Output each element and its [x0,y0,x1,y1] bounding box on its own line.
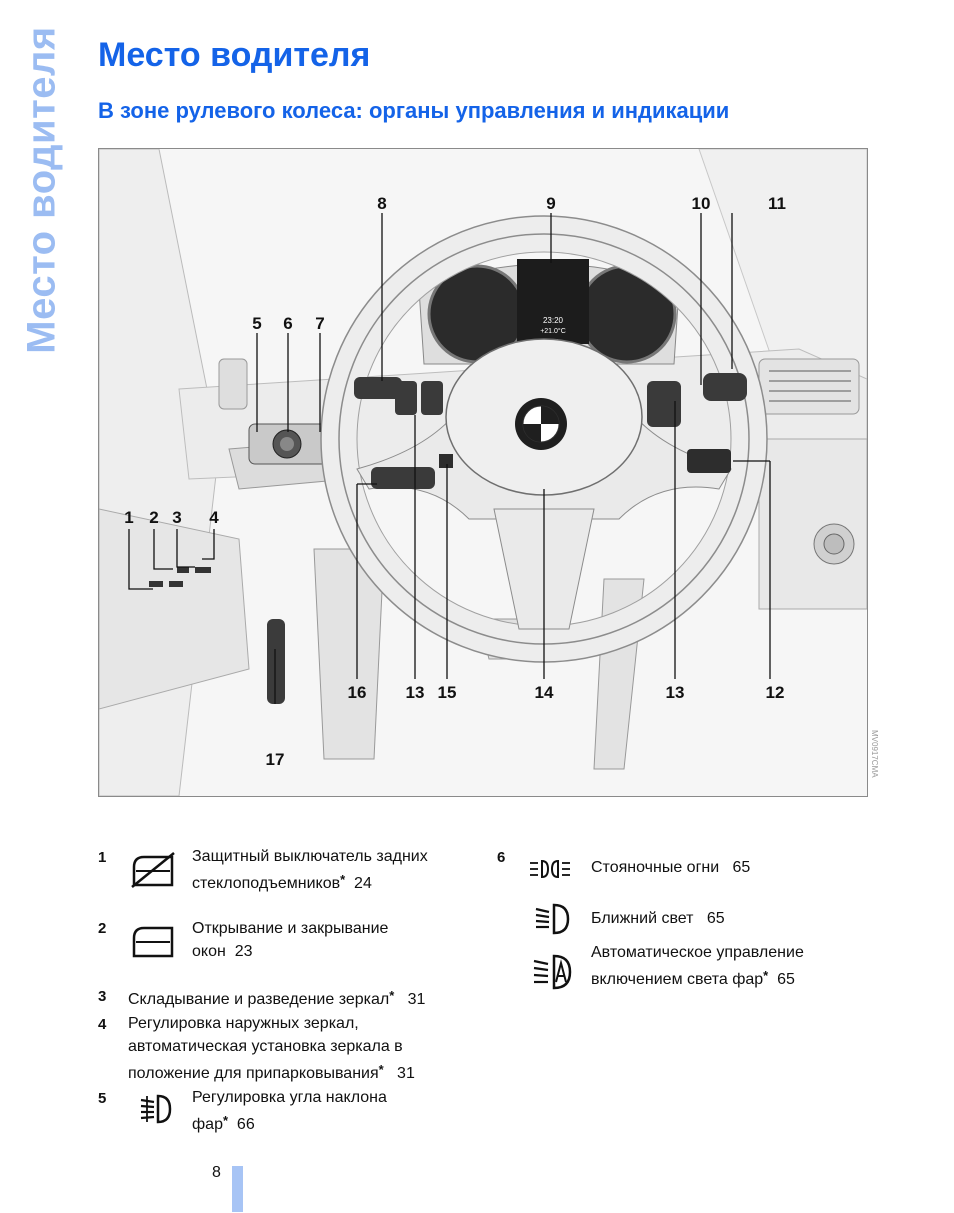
asterisk: * [222,1113,229,1128]
legend-item-1: Защитный выключатель задних стеклоподъем… [192,845,428,895]
callout-3: 3 [172,508,181,527]
legend-item-3: Складывание и разведение зеркал* 31 [128,984,425,1011]
legend-item-2-line1: Открывание и закрывание [192,920,389,937]
parking-lights-icon [530,859,570,879]
legend-item-2: Открывание и закрывание окон 23 [192,917,388,963]
legend-item-3-page: 31 [407,991,426,1008]
legend-num-2: 2 [98,920,107,937]
legend-item-5: Регулировка угла наклона фар* 66 [192,1086,387,1136]
legend-item-6c-page: 65 [777,971,795,988]
legend-item-6b-page: 65 [706,910,725,927]
legend-item-1-line2: стеклоподъемников [192,875,341,892]
legend-item-4: Регулировка наружных зеркал, автоматичес… [128,1012,415,1085]
callout-15: 15 [438,683,457,702]
legend-item-6b: Ближний свет 65 [591,907,725,930]
legend-item-3-text: Складывание и разведение зеркал [128,991,390,1008]
legend-item-5-line2: фар [192,1116,223,1133]
window-icon [132,926,174,958]
headlight-range-icon [140,1094,172,1124]
legend-item-6c: Автоматическое управление включением све… [591,941,804,991]
callout-8: 8 [377,194,386,213]
page-title: Место водителя [98,36,371,74]
callout-13-left: 13 [406,683,425,702]
legend-num-6: 6 [497,849,506,866]
side-chapter-label: Место водителя [19,26,64,354]
callout-5: 5 [252,314,261,333]
legend-num-5: 5 [98,1090,107,1107]
callout-4: 4 [209,508,219,527]
callout-7: 7 [315,314,324,333]
cluster-temp: +21.0°C [540,327,566,335]
legend-item-4-line3: положение для припарковывания [128,1065,379,1082]
legend-item-2-page: 23 [234,943,253,960]
side-chapter-tab: Место водителя [20,26,64,353]
figure-code: MV0917CMA [870,730,879,778]
low-beam-icon [535,903,570,935]
page-number: 8 [212,1164,221,1181]
child-lock-window-icon [131,852,175,888]
callout-12: 12 [766,683,785,702]
legend-item-6c-line2: включением света фар [591,971,764,988]
asterisk: * [378,1062,384,1077]
legend-item-6b-text: Ближний свет [591,910,694,927]
callout-17: 17 [266,750,285,769]
legend-num-3: 3 [98,988,107,1005]
cockpit-drawing: 23:20 +21.0°C M4 [99,149,867,796]
legend-item-5-line1: Регулировка угла наклона [192,1089,387,1106]
asterisk: * [763,968,769,983]
legend-item-4-page: 31 [397,1065,415,1082]
legend-item-6a-text: Стояночные огни [591,859,720,876]
page-marker-bar [232,1166,243,1212]
callout-13-right: 13 [666,683,685,702]
legend-item-2-line2: окон [192,943,226,960]
legend-num-4: 4 [98,1016,107,1033]
callout-2: 2 [149,508,158,527]
callout-10: 10 [692,194,711,213]
asterisk: * [340,872,346,887]
cockpit-illustration: 23:20 +21.0°C M4 [98,148,868,797]
auto-headlight-icon [533,954,572,990]
callout-16: 16 [348,683,367,702]
asterisk: * [389,988,395,1003]
legend-item-1-page: 24 [354,875,372,892]
callout-1: 1 [124,508,133,527]
legend-item-1-line1: Защитный выключатель задних [192,848,428,865]
legend-item-5-page: 66 [236,1116,255,1133]
legend-item-6c-line1: Автоматическое управление [591,944,804,961]
legend-item-6a-page: 65 [732,859,751,876]
callout-9: 9 [546,194,555,213]
callout-6: 6 [283,314,292,333]
callout-14: 14 [535,683,554,702]
cluster-time: 23:20 [543,316,564,325]
legend-item-4-line1: Регулировка наружных зеркал, [128,1015,359,1032]
section-subtitle: В зоне рулевого колеса: органы управлени… [98,98,730,123]
callout-11: 11 [768,194,786,213]
legend-num-1: 1 [98,849,107,866]
legend-item-6a: Стояночные огни 65 [591,856,750,879]
legend-item-4-line2: автоматическая установка зеркала в [128,1038,403,1055]
